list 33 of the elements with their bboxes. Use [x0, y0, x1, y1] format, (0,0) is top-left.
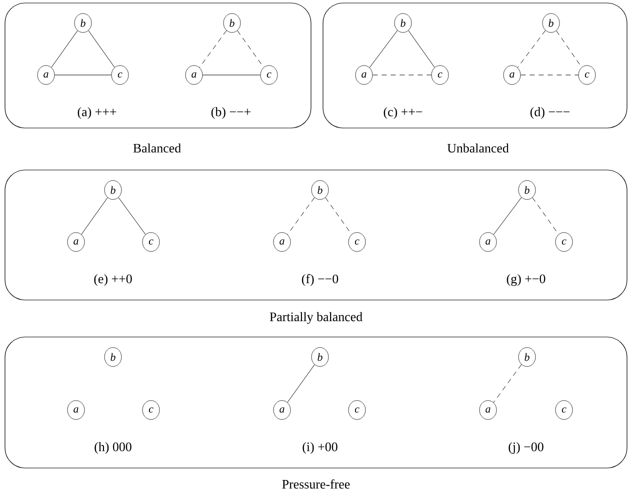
subfigure-caption: (g) +−0 [506, 274, 546, 286]
subfigure-caption: (a) +++ [78, 107, 116, 119]
edge-line [237, 30, 264, 68]
subfigure-caption: (i) +00 [302, 442, 338, 454]
edge-line [372, 74, 432, 76]
edge-line [54, 74, 112, 76]
subfigure-caption: (d) −−− [530, 107, 570, 119]
node-label: Balanced [133, 143, 181, 153]
subfigure-caption: (e) ++0 [94, 274, 132, 286]
edge-line [325, 197, 352, 235]
edge-line [532, 197, 559, 235]
subfigure-caption: (h) 000 [94, 442, 132, 454]
node-label: Unbalanced [447, 143, 509, 153]
edge-line [493, 364, 522, 403]
node-label: Partially balanced [270, 312, 362, 324]
subfigure-caption: (c) ++− [384, 107, 422, 119]
edge-line [408, 30, 435, 68]
edge-line [202, 74, 261, 76]
edge-line [88, 30, 115, 68]
node-label: Pressure-free [282, 479, 350, 489]
edge-line [517, 30, 546, 68]
subfigure-caption: (f) −−0 [302, 274, 338, 286]
edge-line [493, 197, 522, 235]
edge-line [81, 197, 108, 235]
edge-line [51, 30, 78, 68]
subfigure-caption: (b) −−+ [211, 107, 250, 119]
subfigure-caption: (j) −00 [508, 442, 544, 454]
edge-line [287, 197, 315, 235]
edge-line [199, 30, 227, 68]
edge-line [287, 364, 315, 403]
edge-line [118, 197, 146, 235]
edge-line [369, 30, 398, 68]
edge-line [520, 74, 579, 76]
